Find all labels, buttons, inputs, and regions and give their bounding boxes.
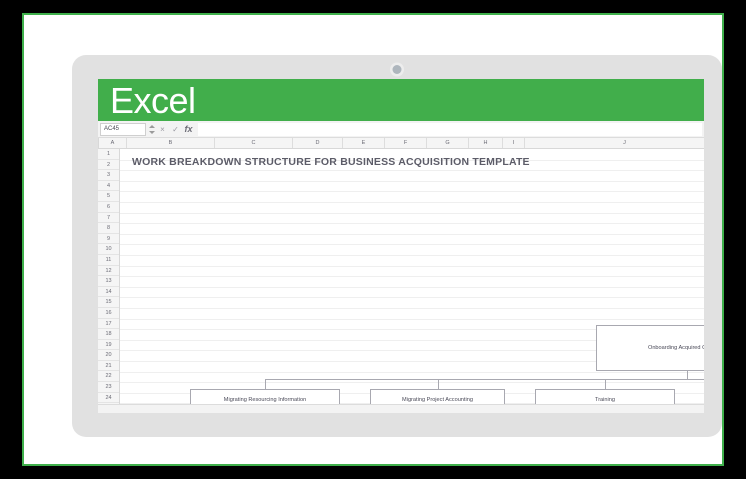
row-header-column: 1234567891011121314151617181920212223242… <box>98 149 120 413</box>
row-header-19[interactable]: 19 <box>98 340 119 351</box>
column-header-f[interactable]: F <box>385 138 427 148</box>
name-box[interactable]: AC45 <box>100 122 146 136</box>
app-logo-excel: Excel <box>110 80 196 121</box>
grid-rowline <box>120 265 704 267</box>
select-all-corner-icon[interactable] <box>98 138 99 148</box>
row-header-20[interactable]: 20 <box>98 350 119 361</box>
grid-rowline <box>120 202 704 203</box>
grid-rowline <box>120 180 704 182</box>
row-header-18[interactable]: 18 <box>98 329 119 340</box>
row-header-11[interactable]: 11 <box>98 255 119 266</box>
sheet-tab-strip[interactable] <box>98 404 704 413</box>
row-header-9[interactable]: 9 <box>98 234 119 245</box>
row-header-13[interactable]: 13 <box>98 276 119 287</box>
column-header-h[interactable]: H <box>469 138 503 148</box>
grid-rowline <box>120 339 704 341</box>
grid-rowline <box>120 159 704 161</box>
grid-rowline <box>120 392 704 394</box>
wbs-diagram: Onboarding Acquired CompanyMigrating Res… <box>120 149 704 413</box>
wbs-root-box[interactable]: Onboarding Acquired Company <box>596 325 704 371</box>
cancel-entry-icon[interactable]: × <box>160 124 165 134</box>
row-header-10[interactable]: 10 <box>98 244 119 255</box>
connector-line <box>605 379 606 389</box>
column-header-j[interactable]: J <box>525 138 704 148</box>
sheet-cells-area[interactable]: WORK BREAKDOWN STRUCTURE FOR BUSINESS AC… <box>120 149 704 413</box>
column-header-e[interactable]: E <box>343 138 385 148</box>
grid-rowline <box>120 308 704 309</box>
row-header-24[interactable]: 24 <box>98 393 119 404</box>
grid-rowline <box>120 382 704 384</box>
grid-rowline <box>120 329 704 331</box>
row-header-6[interactable]: 6 <box>98 202 119 213</box>
formula-input[interactable] <box>198 122 702 136</box>
column-header-c[interactable]: C <box>215 138 293 148</box>
app-title-bar: Excel <box>98 79 704 121</box>
grid-rowline <box>120 255 704 256</box>
grid-rowline <box>120 297 704 299</box>
row-header-16[interactable]: 16 <box>98 308 119 319</box>
row-header-17[interactable]: 17 <box>98 319 119 330</box>
column-header-a[interactable]: A <box>99 138 127 148</box>
grid-rowline <box>120 170 704 172</box>
connector-line <box>265 379 704 380</box>
grid-rowline <box>120 244 704 246</box>
formula-bar: AC45 × ✓ fx <box>98 121 704 138</box>
grid-rowline <box>120 286 704 288</box>
grid-rowline <box>120 276 704 278</box>
row-header-5[interactable]: 5 <box>98 191 119 202</box>
row-header-14[interactable]: 14 <box>98 287 119 298</box>
grid-body: 1234567891011121314151617181920212223242… <box>98 149 704 413</box>
row-header-8[interactable]: 8 <box>98 223 119 234</box>
worksheet-title: WORK BREAKDOWN STRUCTURE FOR BUSINESS AC… <box>132 156 530 168</box>
column-header-i[interactable]: I <box>503 138 525 148</box>
grid-rowline <box>120 350 704 352</box>
row-header-1[interactable]: 1 <box>98 149 119 160</box>
row-header-22[interactable]: 22 <box>98 371 119 383</box>
grid-rowline <box>120 223 704 225</box>
grid-rowline <box>120 212 704 214</box>
grid-rowline <box>120 318 704 320</box>
grid-rowline <box>120 233 704 235</box>
row-header-23[interactable]: 23 <box>98 382 119 393</box>
column-header-b[interactable]: B <box>127 138 215 148</box>
row-header-12[interactable]: 12 <box>98 266 119 277</box>
row-header-2[interactable]: 2 <box>98 160 119 171</box>
row-header-4[interactable]: 4 <box>98 181 119 192</box>
column-header-g[interactable]: G <box>427 138 469 148</box>
row-header-15[interactable]: 15 <box>98 297 119 308</box>
column-header-d[interactable]: D <box>293 138 343 148</box>
grid-rowline <box>120 191 704 193</box>
name-box-spinner-icon[interactable] <box>147 123 156 136</box>
camera-dot-icon <box>392 65 402 74</box>
grid-rowline <box>120 371 704 373</box>
row-header-7[interactable]: 7 <box>98 213 119 224</box>
connector-line <box>437 379 439 389</box>
row-header-21[interactable]: 21 <box>98 361 119 372</box>
row-header-3[interactable]: 3 <box>98 170 119 181</box>
connector-line <box>265 379 266 389</box>
confirm-entry-icon[interactable]: ✓ <box>172 124 179 134</box>
grid-rowline <box>120 361 704 362</box>
insert-function-icon[interactable]: fx <box>184 123 193 134</box>
